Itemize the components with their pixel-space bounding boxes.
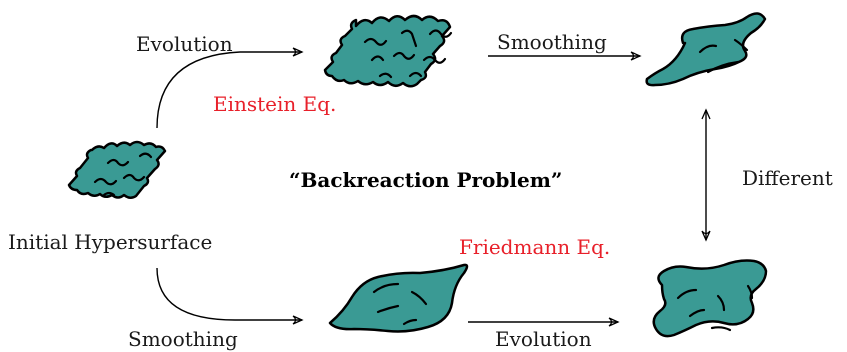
arrow-smoothing-bottom [156, 267, 304, 325]
label-smoothing-bottom: Smoothing [128, 327, 238, 351]
evolved-inhomogeneous-shape [323, 14, 452, 88]
label-evolution-top: Evolution [136, 32, 233, 56]
smoothed-initial-surface [328, 263, 469, 333]
friedmann-surface-shape [652, 259, 768, 338]
evolved-inhomogeneous-surface [323, 14, 453, 88]
friedmann-surface [652, 259, 768, 338]
smoothed-initial-shape [328, 263, 469, 333]
label-initial-hypersurface: Initial Hypersurface [8, 230, 212, 254]
averaged-surface-top [645, 12, 767, 87]
label-smoothing-top: Smoothing [497, 30, 607, 54]
label-einstein-eq: Einstein Eq. [213, 92, 336, 116]
initial-hypersurface-shape [67, 140, 167, 199]
label-different: Different [742, 166, 833, 190]
arrow-evolution-top [156, 47, 304, 129]
initial-hypersurface [67, 140, 167, 199]
label-friedmann-eq: Friedmann Eq. [459, 235, 610, 259]
averaged-surface-top-shape [645, 12, 767, 87]
diagram-title: “Backreaction Problem” [289, 168, 562, 192]
label-evolution-bottom: Evolution [495, 327, 592, 351]
